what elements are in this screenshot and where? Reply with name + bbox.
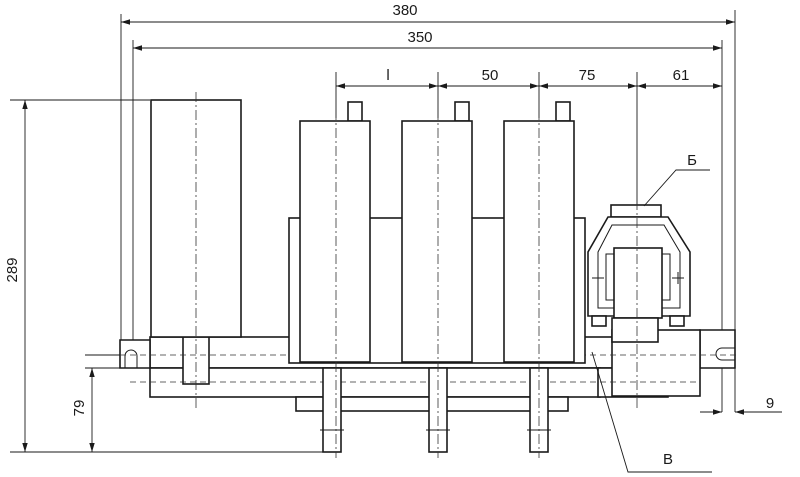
dim-pitch-75: 75 — [579, 67, 596, 84]
callout-v-label: В — [663, 451, 673, 468]
dim-height: 289 — [4, 257, 21, 282]
cylinder-1 — [299, 92, 371, 458]
cylinder-2 — [401, 92, 473, 458]
cylinder-3 — [503, 92, 575, 458]
callout-leaders — [591, 169, 712, 473]
dimension-lines — [22, 19, 782, 452]
dim-pitch-l: l — [386, 67, 389, 84]
dim-pitch-61: 61 — [673, 67, 690, 84]
dim-offset-right: 9 — [766, 395, 774, 412]
callout-b-label: Б — [687, 152, 697, 169]
clamp-unit — [587, 200, 691, 408]
dim-base-height: 79 — [71, 400, 88, 417]
dim-overall-width: 380 — [392, 2, 417, 19]
dim-inner-width: 350 — [407, 29, 432, 46]
left-block — [150, 92, 242, 408]
dim-pitch-50: 50 — [482, 67, 499, 84]
